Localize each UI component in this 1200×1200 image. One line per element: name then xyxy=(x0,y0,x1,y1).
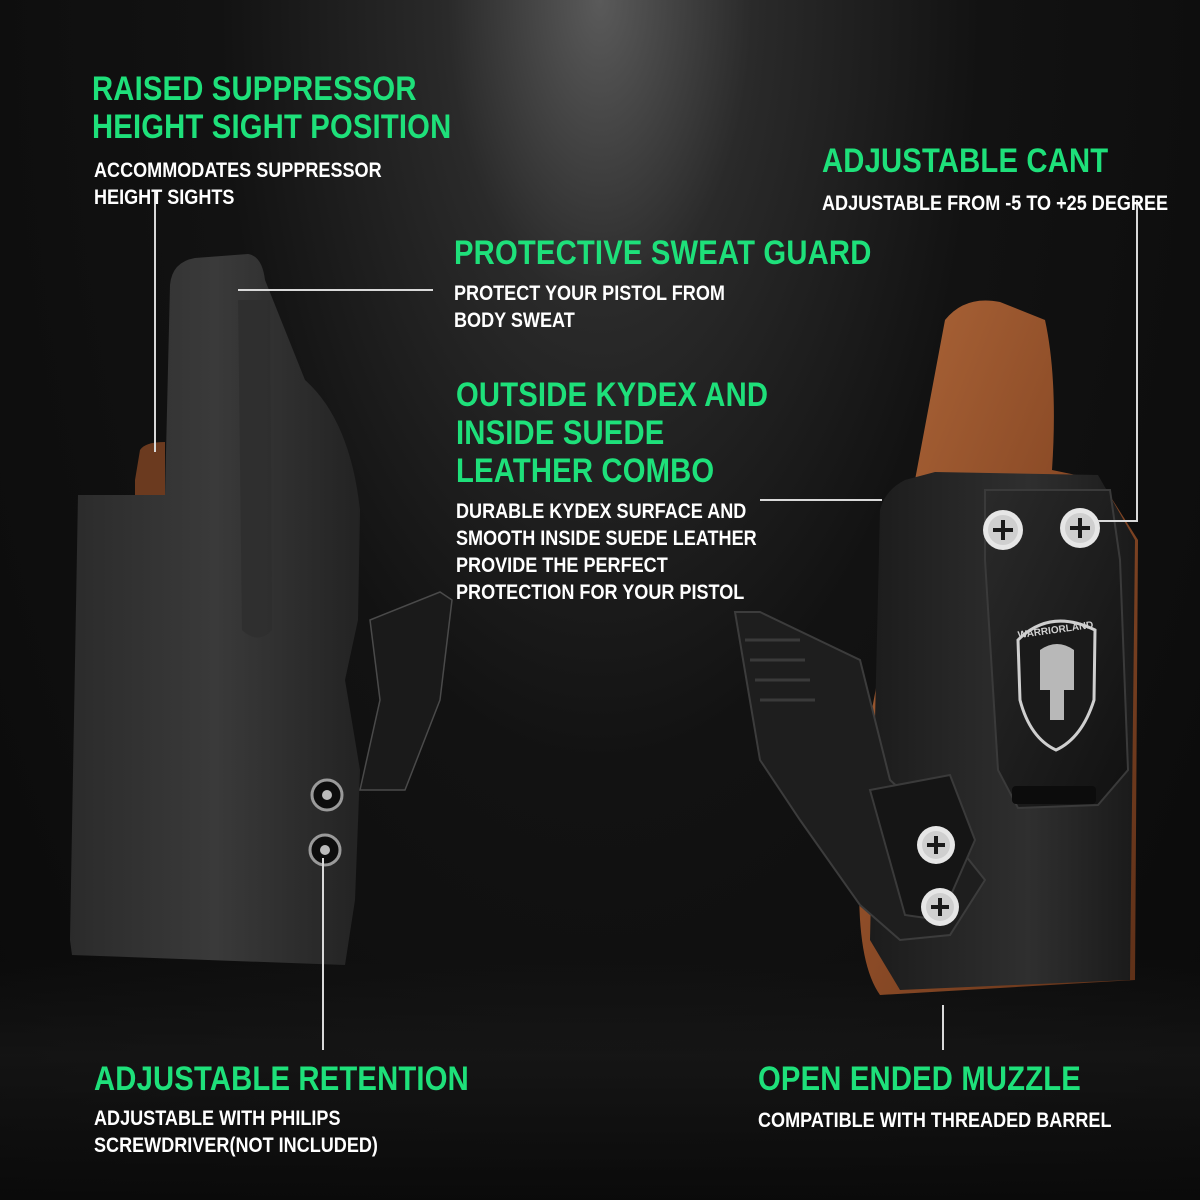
connector-sweat-guard xyxy=(238,289,433,291)
phillips-screw-icon xyxy=(917,508,1100,926)
feature-title: ADJUSTABLE RETENTION xyxy=(94,1060,469,1098)
feature-title: OPEN ENDED MUZZLE xyxy=(758,1060,1081,1098)
feature-description: ACCOMMODATES SUPPRESSOR xyxy=(94,159,382,182)
feature-description: SCREWDRIVER(NOT INCLUDED) xyxy=(94,1134,378,1157)
left-suede-liner xyxy=(135,442,165,495)
retention-screw-icon xyxy=(308,778,344,867)
left-belt-clip xyxy=(359,591,453,791)
feature-title: LEATHER COMBO xyxy=(456,452,715,490)
feature-title: ADJUSTABLE CANT xyxy=(822,142,1109,180)
connector-cant-horizontal xyxy=(1098,520,1138,522)
connector-cant-vertical xyxy=(1136,200,1138,522)
connector-muzzle xyxy=(942,1005,944,1050)
feature-description: DURABLE KYDEX SURFACE AND xyxy=(456,500,747,523)
feature-description: PROVIDE THE PERFECT xyxy=(456,554,668,577)
feature-description: PROTECT YOUR PISTOL FROM xyxy=(454,282,725,305)
feature-title: INSIDE SUEDE xyxy=(456,414,665,452)
feature-title: OUTSIDE KYDEX AND xyxy=(456,376,769,414)
feature-title: RAISED SUPPRESSOR xyxy=(92,70,417,108)
right-holster: WARRIORLAND xyxy=(733,300,1138,995)
feature-title: HEIGHT SIGHT POSITION xyxy=(92,108,452,146)
feature-description: SMOOTH INSIDE SUEDE LEATHER xyxy=(456,527,757,550)
feature-description: BODY SWEAT xyxy=(454,309,575,332)
connector-suppressor-sight xyxy=(154,190,156,452)
floor-shadow xyxy=(0,960,1200,1200)
feature-description: COMPATIBLE WITH THREADED BARREL xyxy=(758,1109,1112,1132)
feature-description: HEIGHT SIGHTS xyxy=(94,186,235,209)
connector-retention xyxy=(322,858,324,1050)
left-holster xyxy=(70,254,453,965)
feature-description: PROTECTION FOR YOUR PISTOL xyxy=(456,581,745,604)
feature-title: PROTECTIVE SWEAT GUARD xyxy=(454,234,872,272)
feature-description: ADJUSTABLE WITH PHILIPS xyxy=(94,1107,341,1130)
feature-description: ADJUSTABLE FROM -5 TO +25 DEGREE xyxy=(822,192,1169,215)
left-kydex-shell xyxy=(70,254,360,965)
connector-kydex-suede xyxy=(760,499,882,501)
spartan-helmet-icon: WARRIORLAND xyxy=(1016,619,1097,752)
